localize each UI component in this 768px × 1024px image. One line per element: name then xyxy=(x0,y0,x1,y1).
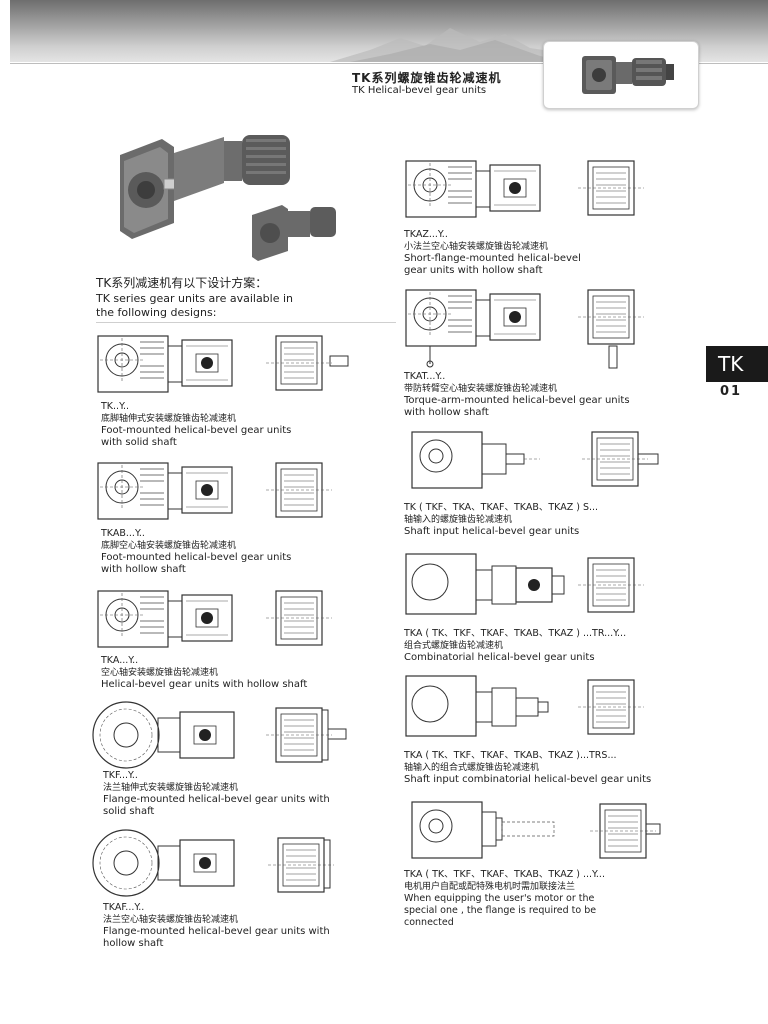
drawing-tkf-y xyxy=(92,701,347,769)
item-desc-en: with solid shaft xyxy=(101,437,177,448)
item-desc-en: Shaft input helical-bevel gear units xyxy=(404,526,580,537)
item-code: TK ( TKF、TKA、TKAF、TKAB、TKAZ ) S... xyxy=(404,502,599,513)
item-desc-cn: 空心轴安装螺旋锥齿轮减速机 xyxy=(101,668,219,678)
item-desc-cn: 轴输入的螺旋锥齿轮减速机 xyxy=(404,515,513,525)
item-desc-cn: 电机用户自配或配特殊电机时需加联接法兰 xyxy=(404,882,576,892)
item-desc-en: Combinatorial helical-bevel gear units xyxy=(404,652,595,663)
item-desc-en: with hollow shaft xyxy=(101,564,186,575)
caption-tka-motor-flange: TKA ( TK、TKF、TKAF、TKAB、TKAZ ) ...Y... 电机… xyxy=(404,869,605,929)
item-code: TK..Y.. xyxy=(101,401,129,412)
item-desc-cn: 组合式螺旋锥齿轮减速机 xyxy=(404,641,504,651)
item-desc-en: Torque-arm-mounted helical-bevel gear un… xyxy=(404,395,630,406)
drawing-tka-y xyxy=(97,590,333,648)
drawing-tka-motor-flange xyxy=(411,801,661,859)
item-code: TKAT...Y.. xyxy=(404,371,446,382)
drawing-tka-tr-y xyxy=(405,553,645,615)
page-title-cn: TK系列螺旋锥齿轮减速机 xyxy=(352,71,502,85)
item-desc-cn: 法兰轴伸式安装螺旋锥齿轮减速机 xyxy=(103,783,239,793)
section-divider xyxy=(96,322,396,323)
section-tab: TK xyxy=(706,346,768,382)
intro-heading-en: TK series gear units are available in th… xyxy=(96,292,293,320)
item-desc-en: solid shaft xyxy=(103,806,155,817)
item-desc-en: gear units with hollow shaft xyxy=(404,265,543,276)
caption-tka-trs: TKA ( TK、TKF、TKAF、TKAB、TKAZ )...TRS... 轴… xyxy=(404,750,651,786)
gear-unit-photo xyxy=(120,135,336,261)
drawing-tk-s xyxy=(411,431,659,489)
item-code: TKA...Y.. xyxy=(101,655,139,666)
item-desc-cn: 底脚空心轴安装螺旋锥齿轮减速机 xyxy=(101,541,237,551)
caption-tkaf-y: TKAF...Y.. 法兰空心轴安装螺旋锥齿轮减速机 Flange-mounte… xyxy=(103,902,330,950)
item-code: TKAB...Y.. xyxy=(101,528,145,539)
drawing-tka-trs xyxy=(405,675,645,737)
drawing-tk-y xyxy=(97,335,349,393)
item-desc-en: connected xyxy=(404,917,454,928)
item-desc-cn: 底脚轴伸式安装螺旋锥齿轮减速机 xyxy=(101,414,237,424)
item-desc-en: Flange-mounted helical-bevel gear units … xyxy=(103,926,330,937)
drawing-tkaz-y xyxy=(405,160,645,218)
caption-tka-tr-y: TKA ( TK、TKF、TKAF、TKAB、TKAZ ) ...TR...Y.… xyxy=(404,628,626,664)
caption-tka-y: TKA...Y.. 空心轴安装螺旋锥齿轮减速机 Helical-bevel ge… xyxy=(101,655,307,691)
item-code: TKAF...Y.. xyxy=(103,902,145,913)
item-desc-en: Flange-mounted helical-bevel gear units … xyxy=(103,794,330,805)
header-mountain-graphic xyxy=(330,28,570,62)
item-desc-en: with hollow shaft xyxy=(404,407,489,418)
item-desc-cn: 轴输入的组合式螺旋锥齿轮减速机 xyxy=(404,763,540,773)
item-code: TKAZ...Y.. xyxy=(404,229,448,240)
item-code: TKA ( TK、TKF、TKAF、TKAB、TKAZ )...TRS... xyxy=(404,750,617,761)
item-desc-en: hollow shaft xyxy=(103,938,164,949)
caption-tkf-y: TKF...Y.. 法兰轴伸式安装螺旋锥齿轮减速机 Flange-mounted… xyxy=(103,770,330,818)
caption-tkat-y: TKAT...Y.. 带防转臂空心轴安装螺旋锥齿轮减速机 Torque-arm-… xyxy=(404,371,630,419)
header-product-thumbnail xyxy=(543,41,699,109)
page-title-en: TK Helical-bevel gear units xyxy=(352,85,487,96)
item-desc-en: Foot-mounted helical-bevel gear units xyxy=(101,552,292,563)
drawing-tkab-y xyxy=(97,462,333,520)
drawing-tkat-y xyxy=(405,289,645,369)
item-desc-en: Shaft input combinatorial helical-bevel … xyxy=(404,774,652,785)
item-desc-en: Short-flange-mounted helical-bevel xyxy=(404,253,581,264)
item-desc-en: Helical-bevel gear units with hollow sha… xyxy=(101,679,308,690)
item-desc-en: Foot-mounted helical-bevel gear units xyxy=(101,425,292,436)
caption-tk-y: TK..Y.. 底脚轴伸式安装螺旋锥齿轮减速机 Foot-mounted hel… xyxy=(101,401,291,449)
item-desc-cn: 小法兰空心轴安装螺旋锥齿轮减速机 xyxy=(404,242,549,252)
item-code: TKA ( TK、TKF、TKAF、TKAB、TKAZ ) ...Y... xyxy=(404,869,605,880)
item-code: TKF...Y.. xyxy=(103,770,138,781)
header-rule xyxy=(10,63,768,64)
caption-tkab-y: TKAB...Y.. 底脚空心轴安装螺旋锥齿轮减速机 Foot-mounted … xyxy=(101,528,291,576)
intro-heading-cn: TK系列减速机有以下设计方案： xyxy=(96,276,268,290)
item-code: TKA ( TK、TKF、TKAF、TKAB、TKAZ ) ...TR...Y.… xyxy=(404,628,627,639)
intro-en-line2: the following designs: xyxy=(96,306,217,319)
page-number: 01 xyxy=(720,384,743,399)
item-desc-cn: 带防转臂空心轴安装螺旋锥齿轮减速机 xyxy=(404,384,558,394)
item-desc-cn: 法兰空心轴安装螺旋锥齿轮减速机 xyxy=(103,915,239,925)
item-desc-en: special one , the flange is required to … xyxy=(404,905,597,916)
drawing-tkaf-y xyxy=(92,829,335,897)
item-desc-en: When equipping the user's motor or the xyxy=(404,893,595,904)
caption-tk-s: TK ( TKF、TKA、TKAF、TKAB、TKAZ ) S... 轴输入的螺… xyxy=(404,502,598,538)
intro-en-line1: TK series gear units are available in xyxy=(96,292,294,305)
caption-tkaz-y: TKAZ...Y.. 小法兰空心轴安装螺旋锥齿轮减速机 Short-flange… xyxy=(404,229,581,277)
